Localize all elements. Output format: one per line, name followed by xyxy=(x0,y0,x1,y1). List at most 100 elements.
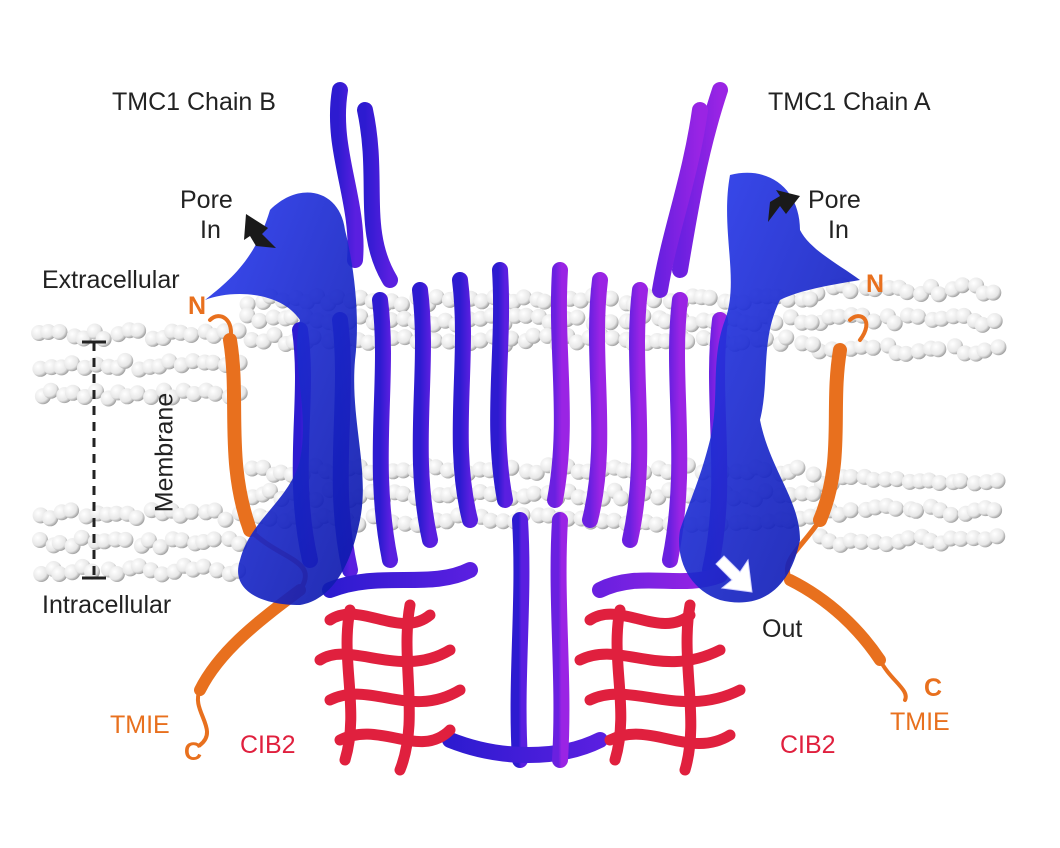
lipid-bead xyxy=(910,308,926,325)
cib2-right xyxy=(574,599,746,776)
lipid-bead xyxy=(63,502,80,519)
lipid-bead xyxy=(32,532,48,548)
membrane-label: Membrane xyxy=(150,392,179,513)
lipid-bead xyxy=(128,510,145,526)
tmie-right-label: TMIE xyxy=(890,708,950,736)
white-arrow-icon xyxy=(715,555,753,593)
lipid-bead xyxy=(472,332,489,349)
membrane-scale-bar xyxy=(82,340,106,580)
lipid-bead xyxy=(261,482,278,499)
out-label: Out xyxy=(762,615,803,643)
tmie-left-n-terminus-label: N xyxy=(188,292,207,320)
lipid-bead xyxy=(853,533,870,550)
lipid-bead xyxy=(900,530,917,547)
lipid-bead xyxy=(441,333,458,350)
lipid-bead xyxy=(804,336,821,353)
lipid-bead xyxy=(117,531,134,548)
lipid-bead xyxy=(831,308,848,325)
lipid-bead xyxy=(977,531,994,548)
lipid-bead xyxy=(108,505,125,522)
lipid-bead xyxy=(648,516,665,533)
lipid-bead xyxy=(842,283,859,300)
lipid-bead xyxy=(51,566,68,582)
lipid-bead xyxy=(206,502,223,519)
intracellular-label: Intracellular xyxy=(42,591,172,619)
lipid-bead xyxy=(866,533,883,550)
lipid-bead xyxy=(887,500,904,517)
lipid-bead xyxy=(910,343,927,360)
cib2-left xyxy=(314,599,466,776)
lipid-bead xyxy=(51,535,68,551)
lipid-bead xyxy=(956,345,973,362)
lipid-bead xyxy=(701,289,718,306)
lipid-bead xyxy=(42,382,59,399)
lipid-bead xyxy=(352,289,369,306)
lipid-bead xyxy=(865,339,882,356)
lipid-bead xyxy=(889,471,906,488)
lipid-bead xyxy=(536,293,553,310)
lipid-bead xyxy=(989,472,1006,489)
lipid-bead xyxy=(117,352,134,369)
lipid-bead xyxy=(990,339,1007,356)
lipid-bead xyxy=(803,314,820,331)
lipid-bead xyxy=(525,327,542,344)
tmie-right-n-terminus-label: N xyxy=(866,270,885,298)
lipid-bead xyxy=(966,475,983,492)
lipid-bead xyxy=(683,316,700,333)
lipid-bead xyxy=(205,354,221,371)
lipid-bead xyxy=(239,296,256,313)
lipid-bead xyxy=(243,332,260,348)
lipid-bead xyxy=(899,284,916,301)
lipid-bead xyxy=(183,327,200,343)
lipid-bead xyxy=(842,502,859,519)
lipid-bead xyxy=(183,503,200,520)
tmie-left-label: TMIE xyxy=(110,711,170,739)
lipid-bead xyxy=(805,485,822,502)
lipid-bead xyxy=(152,539,169,556)
lipid-bead xyxy=(154,566,170,583)
cib2-right-label: CIB2 xyxy=(780,731,836,759)
tmie-left-c-terminus-label: C xyxy=(184,738,203,766)
extracellular-label: Extracellular xyxy=(42,266,180,294)
lipid-bead xyxy=(195,558,212,575)
lipid-bead xyxy=(805,466,822,483)
lipid-bead xyxy=(898,345,914,362)
lipid-bead xyxy=(482,512,499,529)
tmie-right-c-terminus-label: C xyxy=(924,674,943,702)
lipid-bead xyxy=(40,324,57,340)
lipid-bead xyxy=(865,471,882,488)
lipid-bead xyxy=(428,289,445,306)
lipid-bead xyxy=(908,502,924,519)
lipid-bead xyxy=(397,515,414,532)
lipid-bead xyxy=(865,313,882,330)
lipid-bead xyxy=(239,307,256,324)
lipid-bead xyxy=(73,529,90,546)
tmc1-chain-b-label: TMC1 Chain B xyxy=(112,88,276,116)
lipid-bead xyxy=(853,338,870,355)
lipid-bead xyxy=(528,464,545,481)
lipid-bead xyxy=(266,327,283,343)
pore-in-right-label-line2: In xyxy=(828,216,849,244)
lipid-bead xyxy=(207,385,224,402)
lipid-bead xyxy=(886,315,903,332)
lipid-bead xyxy=(173,532,190,549)
lipid-bead xyxy=(877,471,894,488)
lipid-bead xyxy=(572,292,589,309)
lipid-bead xyxy=(184,353,201,370)
lipid-bead xyxy=(209,562,226,579)
lipid-bead xyxy=(606,512,623,529)
lipid-bead xyxy=(395,485,411,502)
lipid-bead xyxy=(942,506,959,523)
lipid-bead xyxy=(539,327,556,344)
lipid-bead xyxy=(495,513,512,530)
lipid-bead xyxy=(427,459,444,476)
lipid-bead xyxy=(95,331,112,347)
lipid-bead xyxy=(974,316,991,333)
lipid-bead xyxy=(515,289,532,306)
lipid-bead xyxy=(802,291,819,308)
cib2-left-label: CIB2 xyxy=(240,731,296,759)
lipid-bead xyxy=(602,314,619,331)
lipid-bead xyxy=(526,485,543,502)
